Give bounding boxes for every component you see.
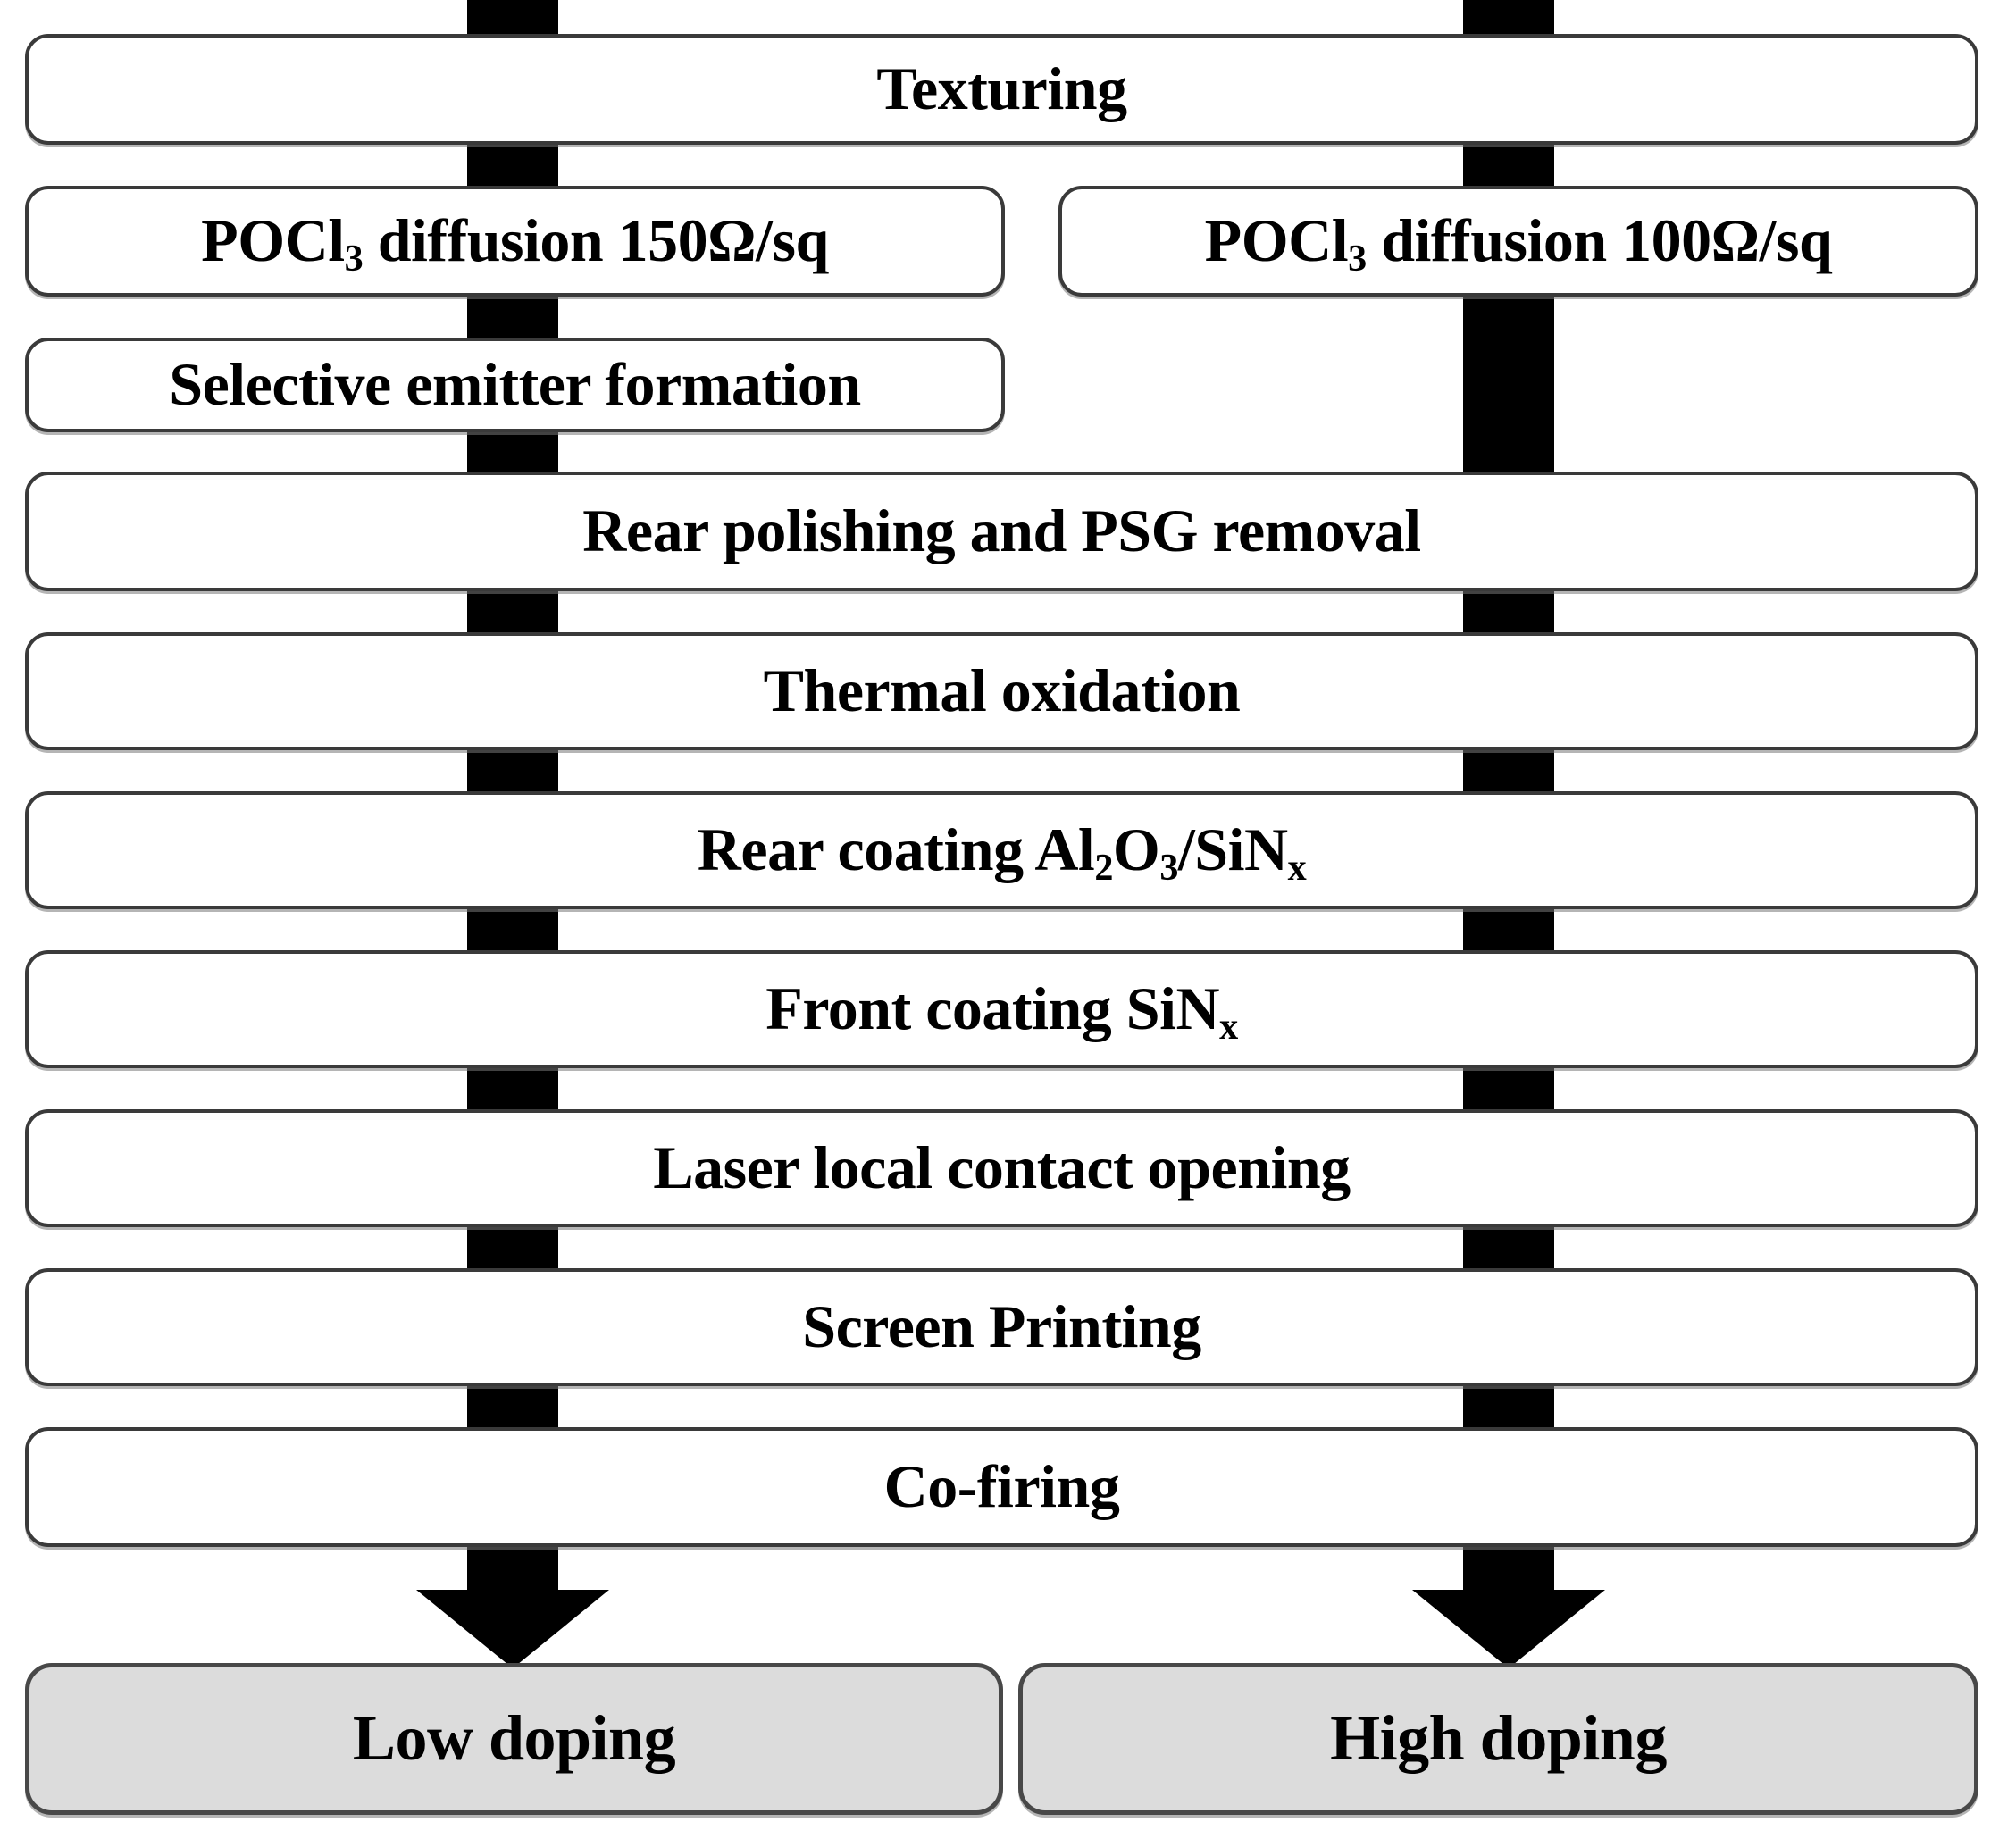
arrow-left-to-low-doping (416, 1543, 609, 1668)
connector-right-texturing-pocl3 (1463, 141, 1554, 188)
node-laser-local-contact-opening[interactable]: Laser local contact opening (25, 1109, 1978, 1227)
connector-right-rear-thermal (1463, 589, 1554, 634)
node-co-firing[interactable]: Co-firing (25, 1427, 1978, 1547)
connector-left-rear-thermal (467, 589, 558, 634)
node-low-doping-label: Low doping (352, 1702, 676, 1775)
node-pocl3-diffusion-100[interactable]: POCl3 diffusion 100Ω/sq (1058, 186, 1978, 297)
node-thermal-oxidation[interactable]: Thermal oxidation (25, 632, 1978, 750)
connector-left-screen-cofiring (467, 1384, 558, 1429)
node-pocl3-diffusion-100-label: POCl3 diffusion 100Ω/sq (1204, 206, 1833, 280)
connector-left-top (467, 0, 558, 36)
connector-right-thermal-rearcoat (1463, 748, 1554, 793)
connector-left-laser-screen (467, 1225, 558, 1270)
node-pocl3-diffusion-150-label: POCl3 diffusion 150Ω/sq (201, 206, 829, 280)
connector-right-frontcoat-laser (1463, 1066, 1554, 1111)
connector-right-rearcoat-frontcoat (1463, 907, 1554, 952)
node-laser-local-contact-opening-label: Laser local contact opening (653, 1133, 1351, 1202)
node-high-doping[interactable]: High doping (1018, 1663, 1978, 1815)
node-co-firing-label: Co-firing (883, 1452, 1120, 1521)
connector-left-thermal-rearcoat (467, 748, 558, 793)
node-front-coating[interactable]: Front coating SiNx (25, 950, 1978, 1068)
connector-left-pocl3-selective (467, 293, 558, 338)
node-rear-coating-label: Rear coating Al2O3/SiNx (697, 815, 1307, 890)
node-texturing-label: Texturing (876, 54, 1127, 123)
node-screen-printing-label: Screen Printing (802, 1292, 1201, 1361)
node-high-doping-label: High doping (1330, 1702, 1667, 1775)
connector-right-screen-cofiring (1463, 1384, 1554, 1429)
node-screen-printing[interactable]: Screen Printing (25, 1268, 1978, 1386)
connector-left-selective-rear (467, 429, 558, 473)
node-pocl3-diffusion-150[interactable]: POCl3 diffusion 150Ω/sq (25, 186, 1005, 297)
connector-right-top (1463, 0, 1554, 36)
arrow-right-to-high-doping (1412, 1543, 1605, 1668)
node-rear-polishing-psg-removal[interactable]: Rear polishing and PSG removal (25, 472, 1978, 591)
node-thermal-oxidation-label: Thermal oxidation (763, 656, 1241, 725)
node-rear-coating[interactable]: Rear coating Al2O3/SiNx (25, 791, 1978, 909)
node-low-doping[interactable]: Low doping (25, 1663, 1003, 1815)
node-rear-polishing-psg-removal-label: Rear polishing and PSG removal (582, 497, 1421, 565)
connector-left-frontcoat-laser (467, 1066, 558, 1111)
connector-left-texturing-pocl3 (467, 141, 558, 188)
node-front-coating-label: Front coating SiNx (765, 974, 1238, 1049)
node-selective-emitter-formation[interactable]: Selective emitter formation (25, 338, 1005, 432)
connector-left-rearcoat-frontcoat (467, 907, 558, 952)
node-selective-emitter-formation-label: Selective emitter formation (169, 350, 861, 419)
node-texturing[interactable]: Texturing (25, 34, 1978, 145)
connector-right-pocl3-rear (1463, 293, 1554, 473)
connector-right-laser-screen (1463, 1225, 1554, 1270)
